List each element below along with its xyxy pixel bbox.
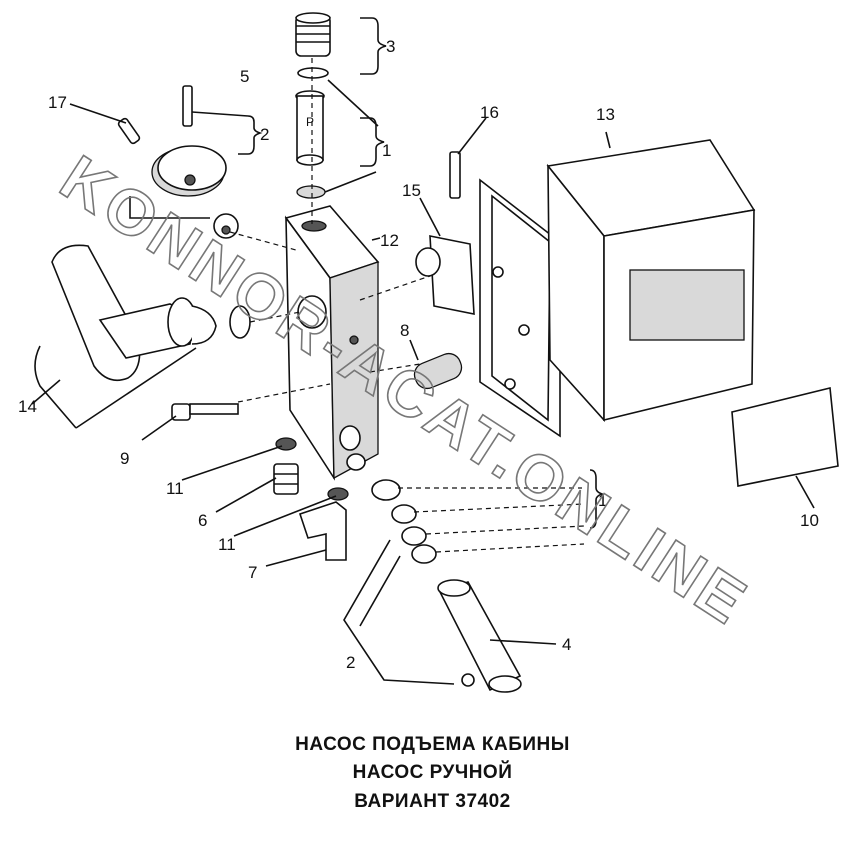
callout-1-top: 1	[382, 141, 391, 160]
part-cover-box	[546, 131, 756, 423]
part-plunger	[343, 469, 605, 693]
callout-15: 15	[402, 181, 421, 200]
part-filter	[409, 339, 463, 390]
part-gasket	[479, 178, 561, 438]
part-pin-2	[182, 85, 263, 155]
callout-12: 12	[380, 231, 399, 250]
part-plug-top	[295, 12, 387, 79]
callout-11-lower: 11	[218, 535, 236, 554]
caption-line-1: НАСОС ПОДЪЕМА КАБИНЫ	[295, 734, 570, 755]
callout-labels: 1 1 2 2 3 4 5 6 7 8 9 10 11 11 12 13 14 …	[18, 37, 819, 672]
callout-4: 4	[562, 635, 571, 654]
callout-14: 14	[18, 397, 37, 416]
part-pin-17	[69, 103, 141, 145]
callout-1-right: 1	[598, 491, 607, 510]
part-fittings	[181, 437, 349, 567]
callout-5: 5	[240, 67, 249, 86]
callout-6: 6	[198, 511, 207, 530]
assembly-dash-lines	[229, 58, 431, 403]
svg-text:P: P	[306, 115, 314, 129]
callout-3: 3	[386, 37, 395, 56]
part-bolt	[141, 403, 239, 441]
callout-2-bottom: 2	[346, 653, 355, 672]
part-valve-block	[415, 117, 487, 315]
callout-13: 13	[596, 105, 615, 124]
callout-11-upper: 11	[166, 479, 184, 498]
caption-line-3: ВАРИАНТ 37402	[354, 791, 511, 812]
callout-9: 9	[120, 449, 129, 468]
callout-8: 8	[400, 321, 409, 340]
callout-10: 10	[800, 511, 819, 530]
callout-16: 16	[480, 103, 499, 122]
part-plate	[731, 387, 839, 509]
callout-17: 17	[48, 93, 67, 112]
part-cylinder-sleeve: P	[295, 79, 385, 199]
part-lever-handle	[31, 244, 251, 429]
callout-7: 7	[248, 563, 257, 582]
callout-2-top: 2	[260, 125, 269, 144]
caption-line-2: НАСОС РУЧНОЙ	[352, 762, 513, 783]
